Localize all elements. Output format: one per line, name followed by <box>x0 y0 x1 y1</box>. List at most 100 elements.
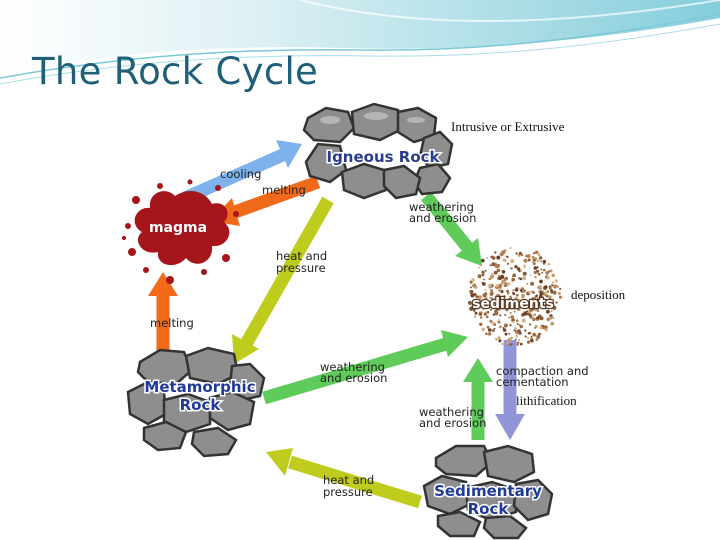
sediment-speck <box>474 311 478 315</box>
sediment-speck <box>524 335 527 338</box>
sediment-speck <box>479 322 483 326</box>
sediment-speck <box>512 289 515 292</box>
sediment-speck <box>525 310 528 313</box>
sediment-speck <box>512 273 516 277</box>
sediment-speck <box>480 264 483 267</box>
sediment-speck <box>470 293 475 298</box>
sediment-speck <box>518 302 522 305</box>
sediment-speck <box>487 278 490 280</box>
sediment-speck <box>499 252 504 257</box>
igneous-rock <box>302 102 454 200</box>
sediment-speck <box>529 304 532 307</box>
sediment-speck <box>539 279 543 284</box>
sediment-speck <box>511 277 515 282</box>
sediment-speck <box>481 270 485 274</box>
sediment-speck <box>539 294 543 298</box>
sediment-speck <box>512 320 515 324</box>
arrow-compaction <box>495 340 525 440</box>
sediment-speck <box>532 299 537 304</box>
sediment-speck <box>504 255 507 258</box>
sediment-speck <box>545 291 547 293</box>
arrow-weathering-igneous <box>420 191 482 266</box>
sediment-speck <box>510 343 513 346</box>
sediment-speck <box>530 303 533 306</box>
sediment-speck <box>516 343 519 346</box>
sediment-speck <box>481 327 486 332</box>
sediment-speck <box>526 340 531 344</box>
sediment-speck <box>487 332 492 336</box>
label-weathering-top-2: and erosion <box>409 211 476 225</box>
sediment-speck <box>499 286 502 289</box>
label-heat-pressure-bottom-1: heat and <box>323 473 374 487</box>
sediment-speck <box>495 284 499 288</box>
sediment-speck <box>499 325 502 328</box>
sediment-speck <box>513 310 516 313</box>
arrow-melting-metamorphic <box>148 272 178 352</box>
sediment-speck <box>476 307 479 311</box>
sediment-speck <box>495 308 499 311</box>
sediment-speck <box>509 311 512 314</box>
sediment-speck <box>485 296 488 300</box>
sediment-speck <box>533 266 538 270</box>
sediment-speck <box>532 332 536 337</box>
sediment-speck <box>511 337 513 339</box>
sediment-speck <box>534 272 537 275</box>
sediment-speck <box>509 247 512 249</box>
sediment-speck <box>483 292 488 296</box>
sediment-speck <box>485 332 488 336</box>
sediment-speck <box>485 315 489 319</box>
sediment-speck <box>515 335 519 338</box>
sediment-speck <box>493 327 496 330</box>
sediment-speck <box>499 314 502 317</box>
sediment-speck <box>508 332 511 335</box>
sediment-speck <box>523 258 528 263</box>
sediment-speck <box>471 278 475 282</box>
sediment-speck <box>519 289 523 292</box>
sediment-speck <box>472 309 476 312</box>
sedimentary-rock <box>422 444 554 540</box>
sediment-speck <box>497 336 501 340</box>
sediment-speck <box>539 316 544 321</box>
sediment-speck <box>486 257 489 259</box>
sediment-speck <box>518 252 521 255</box>
sediment-speck <box>540 298 543 301</box>
sediment-speck <box>504 332 508 336</box>
sediment-speck <box>514 265 518 269</box>
sediment-speck <box>493 270 498 275</box>
sediment-speck <box>549 317 552 320</box>
igneous-rock-label: Igneous Rock <box>326 148 440 166</box>
sediment-speck <box>544 328 548 332</box>
sediment-speck <box>522 276 527 281</box>
sediment-speck <box>523 264 526 267</box>
label-weathering-mid-2: and erosion <box>320 371 387 385</box>
sediment-speck <box>516 322 519 325</box>
label-melting-top: melting <box>262 183 306 197</box>
sediment-speck <box>479 316 483 319</box>
sediment-speck <box>540 260 543 263</box>
sediment-speck <box>480 300 484 305</box>
sediment-speck <box>532 313 536 317</box>
sediment-speck <box>519 288 521 290</box>
sediment-speck <box>552 281 554 284</box>
sediment-speck <box>547 262 551 266</box>
sediment-speck <box>544 325 548 330</box>
sediment-speck <box>540 290 542 292</box>
sediment-speck <box>501 282 504 284</box>
sediment-speck <box>538 290 541 293</box>
sediment-speck <box>507 282 511 286</box>
sediment-speck <box>499 295 504 300</box>
sediment-speck <box>531 261 534 263</box>
sediment-speck <box>489 297 491 299</box>
sediment-speck <box>529 323 532 326</box>
sediment-speck <box>535 269 540 273</box>
arrow-heat-pressure-igneous <box>232 196 334 364</box>
sediment-speck <box>498 339 502 343</box>
sediment-speck <box>546 276 550 280</box>
sediment-speck <box>520 342 523 346</box>
sediment-speck <box>551 284 554 287</box>
sediment-speck <box>546 309 550 314</box>
sediment-speck <box>533 302 536 305</box>
sediment-speck <box>488 328 492 332</box>
sediment-speck <box>555 286 558 289</box>
sediment-speck <box>533 305 536 308</box>
